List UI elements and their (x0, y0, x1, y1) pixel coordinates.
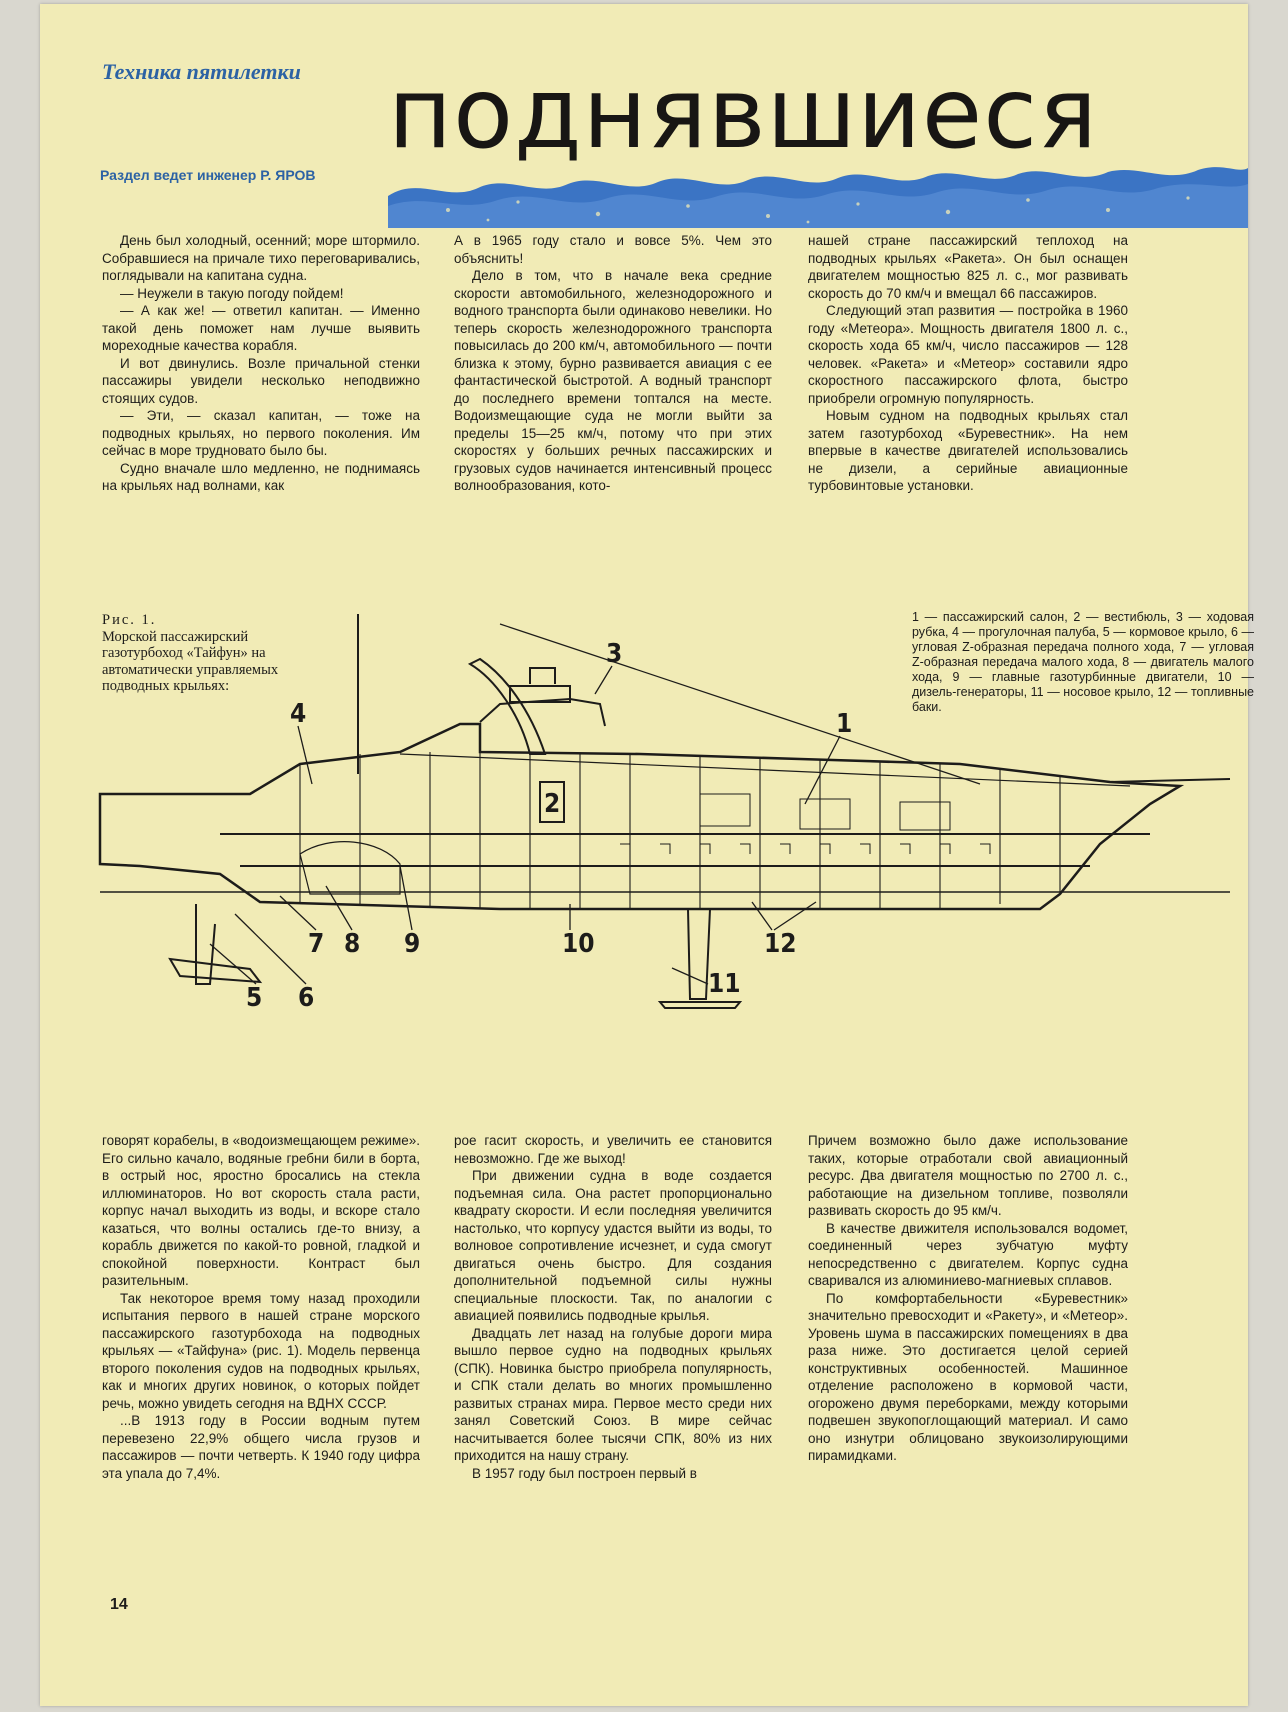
paragraph: рое гасит скорость, и увеличить ее стано… (454, 1133, 772, 1166)
paragraph: говорят корабелы, в «водоизмещающем режи… (102, 1133, 420, 1288)
callout-3: 3 (606, 639, 622, 669)
paragraph: Новым судном на подводных крыльях стал з… (808, 408, 1128, 493)
paragraph: Так некоторое время тому назад проходили… (102, 1290, 420, 1411)
paragraph: А в 1965 году стало и вовсе 5%. Чем это … (454, 233, 772, 266)
paragraph: При движении судна в воде создается подъ… (454, 1168, 772, 1323)
wave-band-light (388, 184, 1248, 228)
paragraph: По комфортабельности «Буревестник» значи… (808, 1290, 1128, 1464)
callout-8: 8 (344, 929, 360, 959)
ship-cutaway-drawing: 1 2 3 4 5 6 7 8 9 10 11 12 (98, 614, 1231, 1013)
paragraph: В качестве движителя использовался водом… (808, 1220, 1128, 1289)
callout-1: 1 (836, 709, 852, 739)
callout-2: 2 (544, 789, 560, 819)
section-rubric: Техника пятилетки (102, 59, 301, 84)
paragraph: И вот двинулись. Возле причальной стенки… (102, 355, 420, 406)
callout-6: 6 (298, 983, 314, 1013)
paragraph: — Неужели в такую погоду пойдем! (120, 285, 344, 301)
figure-caption-text: Морской пассажирский газотурбоход «Тайфу… (102, 628, 279, 695)
top-column-1: День был холодный, осенний; море штормил… (102, 232, 420, 495)
figure-caption-label: Рис. 1. (102, 612, 157, 628)
bottom-column-2: рое гасит скорость, и увеличить ее стано… (454, 1132, 772, 1482)
paragraph: нашей стране пассажирский теплоход на по… (808, 233, 1128, 301)
page-number: 14 (110, 1596, 128, 1613)
paragraph: Дело в том, что в начале века средние ск… (454, 268, 772, 493)
bottom-column-1: говорят корабелы, в «водоизмещающем режи… (102, 1132, 420, 1482)
paragraph: В 1957 году был построен первый в (472, 1465, 697, 1481)
callout-4: 4 (290, 699, 306, 729)
callout-11: 11 (708, 969, 741, 999)
magazine-page: Техника пятилетки Раздел ведет инженер Р… (40, 4, 1254, 1706)
paragraph: Следующий этап развития — постройка в 19… (808, 303, 1128, 406)
top-column-2: А в 1965 году стало и вовсе 5%. Чем это … (454, 232, 772, 495)
callout-5: 5 (246, 983, 262, 1013)
callout-12: 12 (764, 929, 797, 959)
paragraph: — А как же! — ответил капитан. — Именно … (102, 303, 420, 353)
section-byline: Раздел ведет инженер Р. ЯРОВ (100, 167, 316, 183)
paragraph: Двадцать лет назад на голубые дороги мир… (454, 1325, 772, 1464)
callout-10: 10 (562, 929, 595, 959)
paragraph: Причем возможно было даже использование … (808, 1133, 1128, 1218)
paragraph: Судно вначале шло медленно, не поднимаяс… (102, 460, 420, 494)
figure-legend: 1 — пассажирский салон, 2 — вестибюль, 3… (912, 610, 1254, 714)
figure-caption: Рис. 1. Морской пассажирский газотурбохо… (102, 612, 332, 695)
callout-7: 7 (308, 929, 324, 959)
top-column-3: нашей стране пассажирский теплоход на по… (808, 232, 1128, 495)
paragraph: День был холодный, осенний; море штормил… (102, 233, 420, 283)
paragraph: ...В 1913 году в России водным путем пер… (102, 1413, 420, 1481)
callout-9: 9 (404, 929, 420, 959)
bottom-column-3: Причем возможно было даже использование … (808, 1132, 1128, 1465)
wave-decoration (388, 167, 1248, 228)
paragraph: — Эти, — сказал капитан, — тоже на подво… (102, 408, 420, 458)
page-title: поднявшиеся (388, 57, 1099, 171)
